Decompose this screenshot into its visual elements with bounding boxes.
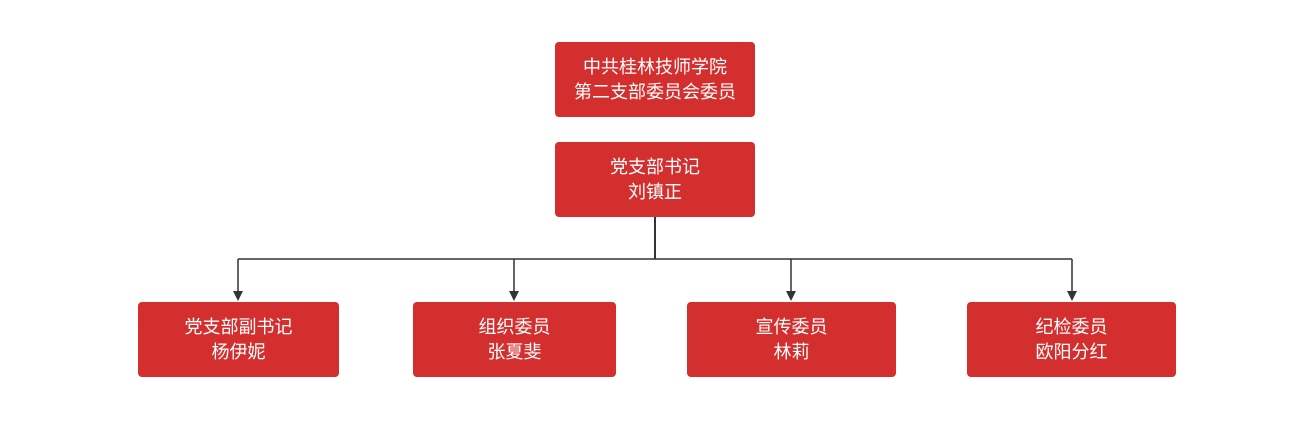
discipline-member-title: 纪检委员 [1035, 316, 1108, 338]
organization-member-node[interactable]: 组织委员 张夏斐 [413, 302, 616, 377]
organization-member-title: 组织委员 [478, 316, 551, 338]
organization-member-name: 张夏斐 [487, 341, 542, 363]
deputy-secretary-name: 杨伊妮 [211, 341, 266, 363]
committee-line2: 第二支部委员会委员 [574, 81, 736, 103]
deputy-secretary-title: 党支部副书记 [184, 316, 293, 338]
committee-node[interactable]: 中共桂林技师学院 第二支部委员会委员 [555, 42, 755, 117]
deputy-secretary-node[interactable]: 党支部副书记 杨伊妮 [138, 302, 339, 377]
secretary-title: 党支部书记 [610, 156, 700, 178]
propaganda-member-name: 林莉 [773, 341, 810, 363]
discipline-member-node[interactable]: 纪检委员 欧阳分红 [967, 302, 1176, 377]
propaganda-member-node[interactable]: 宣传委员 林莉 [687, 302, 896, 377]
propaganda-member-title: 宣传委员 [755, 316, 828, 338]
discipline-member-name: 欧阳分红 [1035, 341, 1108, 363]
secretary-node[interactable]: 党支部书记 刘镇正 [555, 142, 755, 217]
committee-line1: 中共桂林技师学院 [583, 56, 727, 78]
secretary-name: 刘镇正 [628, 181, 682, 203]
